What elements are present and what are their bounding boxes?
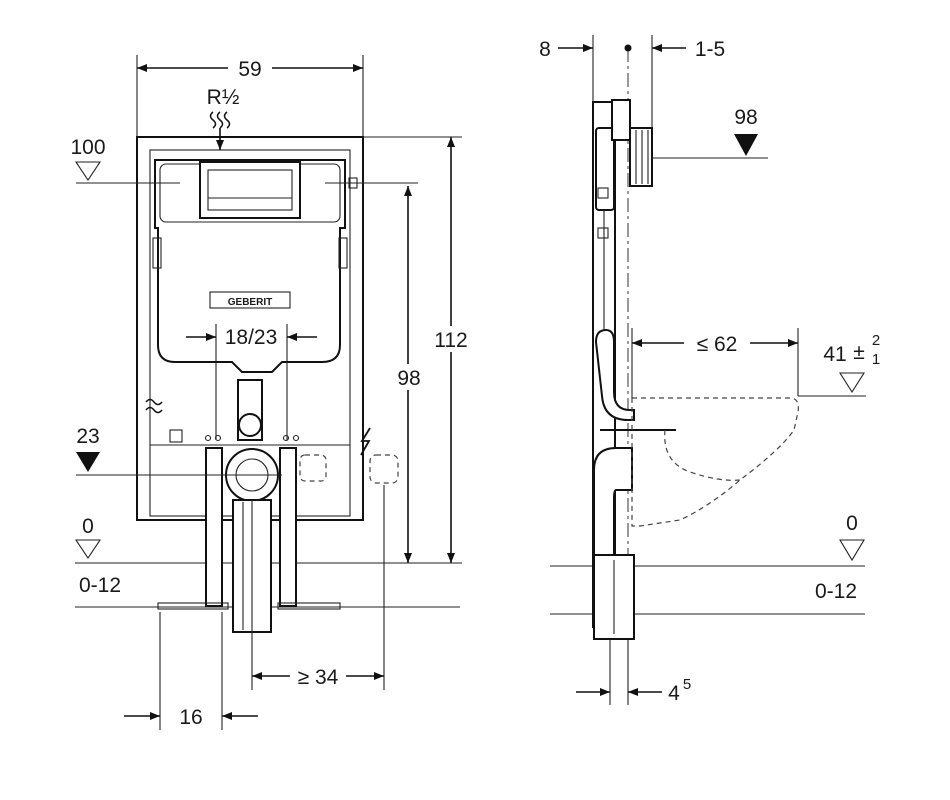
water-wave-icon-top <box>209 111 231 129</box>
water-wave-icon-left <box>145 398 163 414</box>
bowl-height-base: 41 <box>823 343 846 366</box>
bowl-tolerance-plus: 2 <box>872 332 880 349</box>
flush-connector <box>238 413 262 437</box>
right-leg <box>279 447 297 607</box>
left-leg <box>205 447 223 607</box>
side-level-0-marker <box>839 539 865 562</box>
bowl-tolerance-sign: ± <box>853 341 865 364</box>
service-opening <box>199 161 301 219</box>
level-23-label: 23 <box>76 425 99 448</box>
electric-icon <box>360 427 371 456</box>
dim-18-mask <box>219 324 284 348</box>
side-clip-1 <box>597 187 609 199</box>
fix-point-1 <box>204 434 212 442</box>
brand-label: GEBERIT <box>228 297 272 308</box>
side-level-0-label: 0 <box>846 512 858 535</box>
left-bracket <box>152 237 162 269</box>
side-flush-pipe <box>594 328 635 421</box>
level-100-marker <box>74 161 102 181</box>
offset-label: ≥ 34 <box>298 666 339 689</box>
left-electric-box <box>299 454 327 482</box>
dashed-bowl-inner <box>664 429 741 481</box>
side-tank <box>595 127 615 211</box>
actuator-button <box>629 127 653 187</box>
service-opening-inner <box>207 169 293 211</box>
floor-range-label: 0-12 <box>79 574 121 597</box>
connection-label: R½ <box>207 86 240 109</box>
width-59-label: 59 <box>238 58 261 81</box>
level-98-marker <box>734 134 758 156</box>
fix-point-4 <box>292 434 300 442</box>
electric-box <box>369 454 399 484</box>
axis-point <box>624 44 632 52</box>
dashed-bowl <box>631 397 799 527</box>
side-view: 8 1-5 98 ≤ 62 41 ± 2 1 0 0-12 4 5 <box>539 35 880 705</box>
pipe-sup-label: 5 <box>683 676 691 693</box>
fix-point-2 <box>214 434 222 442</box>
side-floor-range-label: 0-12 <box>815 580 857 603</box>
level-41-marker <box>839 372 865 394</box>
level-100-label: 100 <box>70 136 105 159</box>
front-view: GEBERIT 59 R½ <box>70 55 474 730</box>
right-foot <box>277 602 341 610</box>
spacing-label: 18/23 <box>225 326 278 349</box>
dim-34-mask <box>290 664 346 688</box>
fix-point-3 <box>282 434 290 442</box>
dim-98-mask <box>392 364 426 390</box>
brand-plate <box>209 291 291 309</box>
level-98-label: 98 <box>734 106 757 129</box>
actuator-plate <box>611 99 631 141</box>
right-bracket <box>338 237 348 269</box>
dim-112-mask <box>428 326 474 352</box>
wall-gap-label: 1-5 <box>695 38 725 61</box>
level-23-marker <box>76 452 100 472</box>
depth-label: 8 <box>539 38 551 61</box>
side-clip-2 <box>597 227 609 239</box>
supply-box <box>169 429 183 443</box>
level-0-label: 0 <box>82 515 94 538</box>
left-foot <box>157 602 229 610</box>
pipe-base-label: 4 <box>668 682 680 705</box>
bowl-tolerance-minus: 1 <box>872 351 880 368</box>
foot-label: 16 <box>179 706 202 729</box>
height-112-label: 112 <box>434 329 467 352</box>
dim-62-mask <box>684 331 750 355</box>
dim-59-mask <box>228 56 272 80</box>
projection-label: ≤ 62 <box>697 333 738 356</box>
height-98-label: 98 <box>397 367 420 390</box>
level-0-marker <box>74 539 102 559</box>
